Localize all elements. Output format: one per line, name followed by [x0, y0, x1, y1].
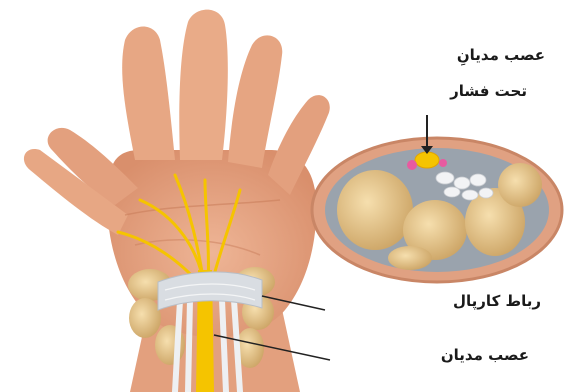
label-compressed-median-nerve-line2: تحت فشار: [450, 82, 527, 100]
arrow-down-icon: [421, 115, 433, 154]
label-compressed-median-nerve-line1: عصب مدیانِ: [457, 46, 545, 64]
wrist-cross-section: [312, 115, 562, 282]
hand-illustration: [24, 10, 330, 392]
compressed-median-nerve: [415, 152, 439, 168]
label-median-nerve: عصب مدیان: [441, 346, 529, 364]
label-carpal-ligament: رباط کارپال: [453, 292, 541, 310]
